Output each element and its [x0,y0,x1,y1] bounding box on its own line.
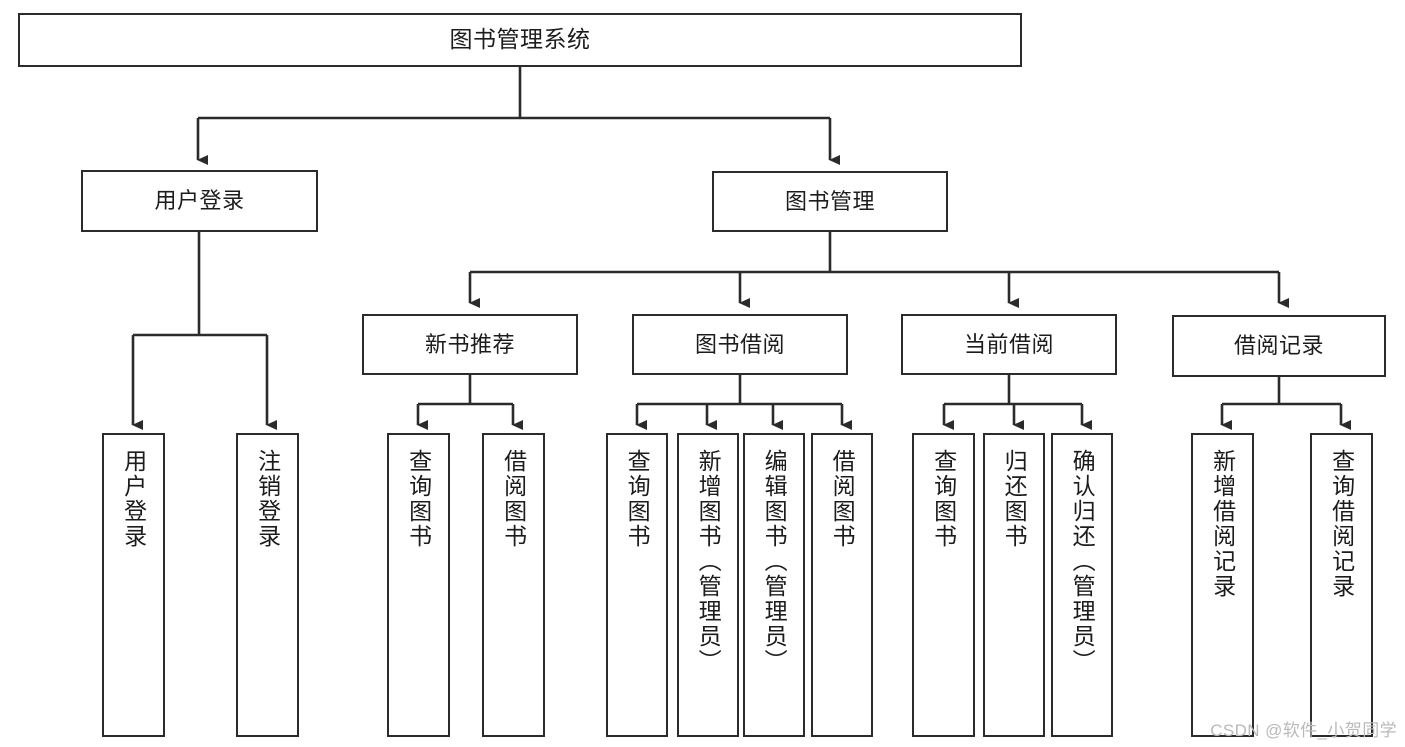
node-new-book-recommend[interactable]: 新书推荐 [362,314,578,375]
node-book-borrow[interactable]: 图书借阅 [632,314,848,375]
node-leaf-query-record[interactable]: 查询借阅记录 [1310,433,1373,737]
node-borrow-record[interactable]: 借阅记录 [1172,315,1386,377]
node-leaf-borrow-book-2-label: 借阅图书 [829,449,856,549]
node-leaf-query-book-3-label: 查询图书 [930,449,957,549]
node-book-borrow-label: 图书借阅 [694,331,785,357]
node-leaf-borrow-book-1[interactable]: 借阅图书 [482,433,545,737]
node-borrow-record-label: 借阅记录 [1233,333,1324,359]
node-leaf-logout-login[interactable]: 注销登录 [236,433,299,737]
node-leaf-confirm-return[interactable]: 确认归还（管理员） [1051,433,1113,737]
node-leaf-query-record-label: 查询借阅记录 [1328,449,1355,599]
node-user-login[interactable]: 用户登录 [81,170,318,232]
node-current-borrow[interactable]: 当前借阅 [901,314,1117,375]
node-leaf-query-book-3[interactable]: 查询图书 [912,433,975,737]
node-book-management[interactable]: 图书管理 [712,171,948,232]
node-leaf-return-book-label: 归还图书 [1001,449,1028,549]
node-leaf-edit-book[interactable]: 编辑图书（管理员） [743,433,805,737]
node-book-management-label: 图书管理 [784,188,875,214]
node-leaf-add-book[interactable]: 新增图书（管理员） [677,433,739,737]
node-leaf-user-login-label: 用户登录 [120,449,147,549]
node-leaf-borrow-book-1-label: 借阅图书 [500,449,527,549]
node-leaf-borrow-book-2[interactable]: 借阅图书 [811,433,873,737]
node-root[interactable]: 图书管理系统 [18,13,1022,67]
node-current-borrow-label: 当前借阅 [963,331,1054,357]
node-leaf-return-book[interactable]: 归还图书 [983,433,1045,737]
node-leaf-query-book-1[interactable]: 查询图书 [387,433,450,737]
node-leaf-confirm-return-label: 确认归还（管理员） [1069,449,1096,674]
node-leaf-query-book-1-label: 查询图书 [405,449,432,549]
node-new-book-recommend-label: 新书推荐 [424,331,515,357]
node-user-login-label: 用户登录 [154,188,245,214]
node-leaf-query-book-2-label: 查询图书 [624,449,651,549]
watermark-text: CSDN @软件_小贺同学 [1210,721,1397,740]
node-leaf-add-record[interactable]: 新增借阅记录 [1191,433,1254,737]
node-leaf-query-book-2[interactable]: 查询图书 [606,433,668,737]
node-leaf-add-book-label: 新增图书（管理员） [695,449,722,674]
node-leaf-add-record-label: 新增借阅记录 [1209,449,1236,599]
node-leaf-edit-book-label: 编辑图书（管理员） [761,449,788,674]
node-leaf-user-login[interactable]: 用户登录 [102,433,165,737]
node-root-label: 图书管理系统 [449,26,591,53]
node-leaf-logout-login-label: 注销登录 [254,449,281,549]
